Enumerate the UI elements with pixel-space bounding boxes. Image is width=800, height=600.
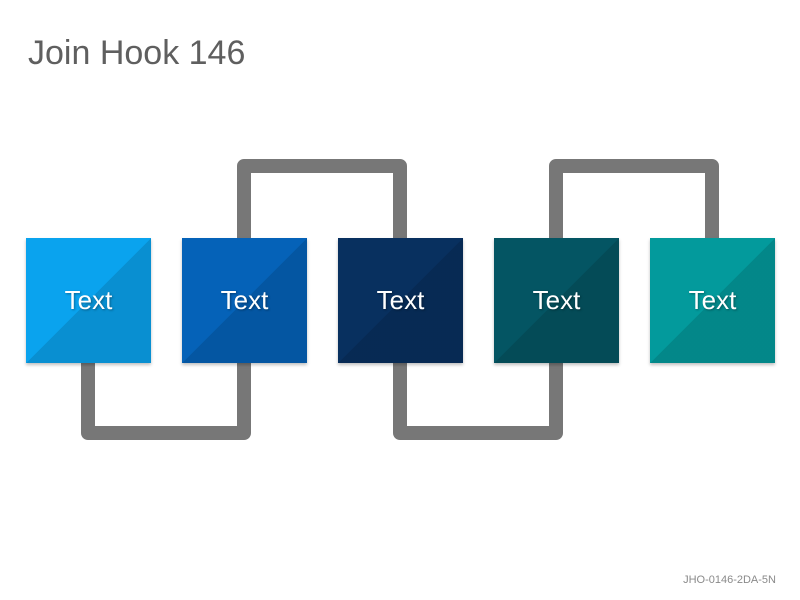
step-box-1-label: Text bbox=[64, 285, 113, 315]
connector-bottom-3-4 bbox=[393, 362, 563, 440]
page-title: Join Hook 146 bbox=[28, 34, 246, 72]
step-box-3-label: Text bbox=[376, 285, 425, 315]
step-box-2: Text bbox=[182, 238, 307, 363]
slide-code: JHO-0146-2DA-5N bbox=[683, 574, 776, 586]
connector-bottom-1-2 bbox=[81, 362, 251, 440]
step-box-3: Text bbox=[338, 238, 463, 363]
step-box-1: Text bbox=[26, 238, 151, 363]
step-box-5: Text bbox=[650, 238, 775, 363]
step-box-4: Text bbox=[494, 238, 619, 363]
step-box-4-label: Text bbox=[532, 285, 581, 315]
connector-top-4-5 bbox=[549, 159, 719, 238]
step-box-2-label: Text bbox=[220, 285, 269, 315]
step-box-5-label: Text bbox=[688, 285, 737, 315]
connector-top-2-3 bbox=[237, 159, 407, 238]
